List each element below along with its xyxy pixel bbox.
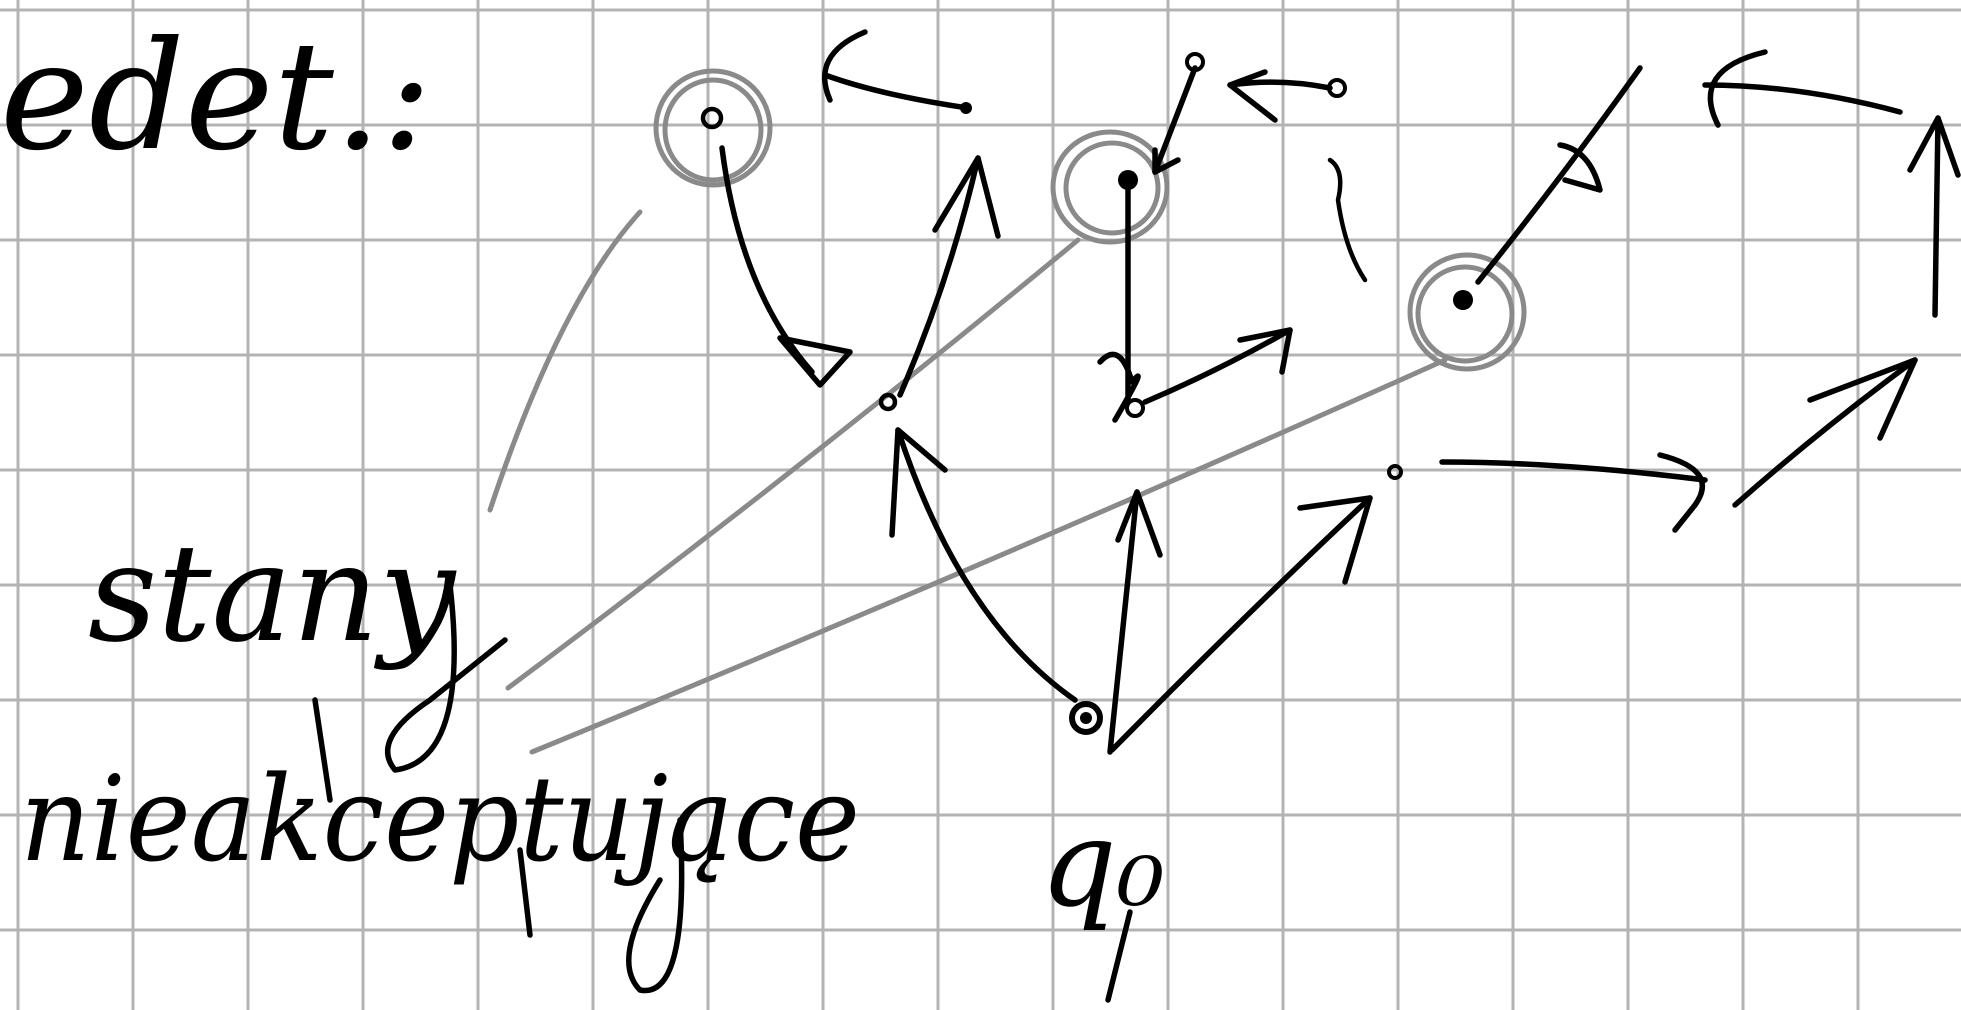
caption-pointers <box>487 209 1448 755</box>
transition-arrow <box>1732 357 1918 508</box>
start-state-dot-center <box>1080 712 1092 724</box>
ink-stroke <box>384 582 508 773</box>
transition-arrow <box>1475 65 1643 285</box>
start-arrow <box>1105 909 1133 1003</box>
highlight-circle-1-inner <box>662 77 764 183</box>
transition-arrow <box>1107 489 1140 755</box>
highlight-circle-2 <box>1050 129 1170 245</box>
arrowhead <box>889 427 948 538</box>
arrowhead <box>1557 142 1603 193</box>
accepting-highlights <box>653 68 1527 372</box>
state-dot <box>1125 398 1145 418</box>
arrowhead <box>1115 489 1163 558</box>
pointer-line-1 <box>487 209 643 513</box>
caption-line2: nieakceptujące <box>20 750 860 888</box>
arrowhead <box>1097 351 1141 423</box>
highlight-circle-3 <box>1407 252 1527 372</box>
transition-arrow <box>895 427 1078 703</box>
state-dot <box>878 392 898 412</box>
arrowhead <box>1297 495 1373 585</box>
transition-arrow <box>1702 82 1903 115</box>
transition-arrow <box>1142 327 1293 405</box>
state-dots <box>700 52 1473 735</box>
ink-stroke <box>312 697 333 803</box>
highlight-circle-1 <box>653 68 773 188</box>
ink-stroke <box>517 847 533 938</box>
arrowhead <box>1152 147 1181 175</box>
transition-arrow <box>719 145 815 375</box>
caption-strokes <box>312 582 685 994</box>
transition-arrow <box>822 72 971 111</box>
state-dot <box>1118 170 1138 190</box>
transition-arrow <box>1152 65 1198 175</box>
arrowhead <box>1807 357 1918 441</box>
transition-arrow <box>1932 115 1941 318</box>
transition-arrow <box>1227 79 1333 91</box>
arrowhead <box>1237 327 1293 375</box>
transition-arrow <box>1439 459 1708 483</box>
transition-arrow <box>1327 157 1368 283</box>
arrowhead <box>1907 115 1961 178</box>
heading-text: edet.: <box>0 10 432 184</box>
ink-stroke <box>626 817 685 994</box>
transition-arrow <box>897 155 981 398</box>
highlight-circle-3-inner <box>1415 264 1515 364</box>
transitions <box>719 29 1961 1003</box>
transition-arrow <box>1109 495 1373 753</box>
arrowhead <box>1227 69 1278 123</box>
arrowhead <box>1707 49 1768 128</box>
state-dot <box>700 106 724 130</box>
arrowhead <box>777 335 853 388</box>
arrowhead <box>822 29 868 103</box>
caption-line1: stany <box>88 515 457 672</box>
pointer-line-2 <box>505 237 1081 691</box>
start-state-label: q₀ <box>1040 795 1165 934</box>
arrowhead <box>932 155 1001 239</box>
state-dot <box>1387 464 1403 480</box>
start-state-dot <box>1069 701 1103 735</box>
state-dot <box>1453 290 1473 310</box>
arrowhead <box>1657 452 1706 533</box>
highlight-circle-2-inner <box>1063 140 1161 236</box>
pointer-line-3 <box>529 357 1448 755</box>
